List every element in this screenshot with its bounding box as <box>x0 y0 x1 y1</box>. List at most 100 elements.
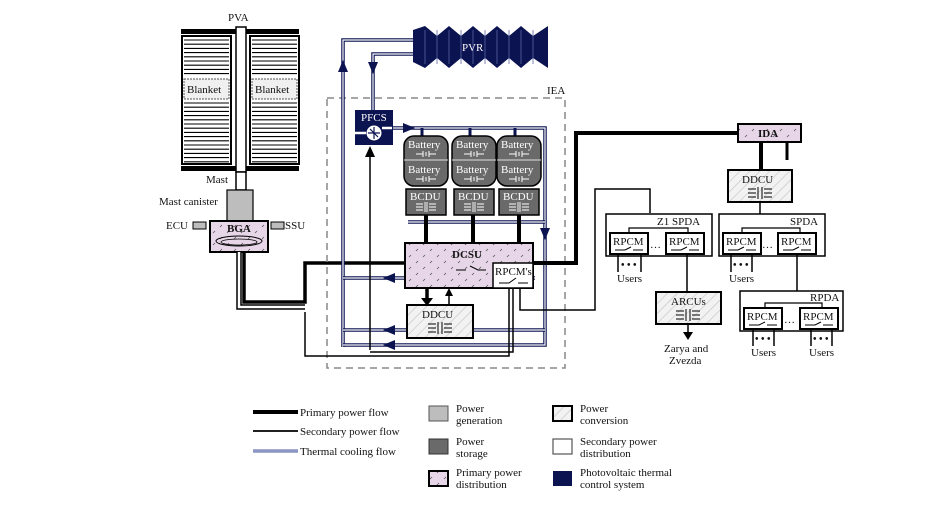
spda-users-label: Users <box>729 273 754 285</box>
pfcs-label: PFCS <box>361 112 387 124</box>
legend-ptcs-line2: control system <box>580 479 645 491</box>
legend-secondary-flow: Secondary power flow <box>253 426 400 438</box>
rpda-rpcm-left-label: RPCM <box>747 311 778 323</box>
switch-icon <box>499 277 528 284</box>
transformer-icon <box>464 202 484 212</box>
ssu-label: SSU <box>285 220 305 232</box>
spda-rpcm-right-label: RPCM <box>781 236 812 248</box>
legend-ptcs: Photovoltaic thermal control system <box>553 467 672 491</box>
ddcu-right-box <box>727 169 793 203</box>
arcus-dest-line1: Zarya and <box>664 343 709 355</box>
ddcu-iea-box <box>406 304 474 339</box>
bcdu-box <box>498 188 540 216</box>
legend-storage-line2: storage <box>456 448 488 460</box>
pfcs: PFCS <box>355 110 393 145</box>
transformer-icon <box>509 202 529 212</box>
pvr-body <box>413 26 548 68</box>
battery-label: Battery <box>501 164 534 176</box>
z1-users-dots: • • • <box>621 260 637 271</box>
battery-icon <box>464 176 484 182</box>
arcus: ARCUs Zarya and Zvezda <box>655 291 722 367</box>
legend-primary-dist-line1: Primary power <box>456 467 522 479</box>
legend-generation-line2: generation <box>456 415 503 427</box>
transformer-icon <box>416 202 436 212</box>
switch-icon <box>805 321 833 326</box>
rpcms-label: RPCM's <box>495 266 532 278</box>
thermal-arrow-left-icon <box>383 325 395 335</box>
legend-generation-swatch <box>428 405 449 422</box>
arcus-label: ARCUs <box>671 296 706 308</box>
pvr-label: PVR <box>462 42 484 54</box>
bga-to-dcsu-lines <box>236 252 405 310</box>
thermal-arrow-left-icon <box>383 273 395 283</box>
legend-storage-swatch <box>428 438 449 455</box>
dcsu-to-ida-line <box>533 131 738 265</box>
ida-box <box>737 123 802 143</box>
spda-rpcm-left-label: RPCM <box>726 236 757 248</box>
rpda-ellipsis: … <box>784 314 795 326</box>
battery-icon <box>464 151 484 157</box>
legend-secondary-distribution: Secondary power distribution <box>552 436 657 460</box>
z1-ellipsis: … <box>650 239 661 251</box>
blanket-left-label-box <box>183 78 230 100</box>
thermal-arrow-down-icon <box>368 62 378 74</box>
z1-rpcm-left-label: RPCM <box>613 236 644 248</box>
legend-secondary-flow-label: Secondary power flow <box>300 426 400 438</box>
spda-rpcm-left <box>722 232 762 255</box>
legend-primary-flow-label: Primary power flow <box>300 407 389 419</box>
spda: SPDA RPCM … RPCM • • • Users <box>718 213 826 292</box>
pva-mast-column <box>235 26 247 173</box>
ecu-box <box>192 221 207 230</box>
battery-icon <box>416 151 436 157</box>
z1-rpcm-left <box>609 232 649 255</box>
bga-label: BGA <box>227 223 251 235</box>
bcdu-label: BCDU <box>503 191 534 203</box>
arrow-down-icon <box>683 332 693 340</box>
bcdu-to-dcsu-lines <box>424 215 521 244</box>
battery-icon <box>509 151 529 157</box>
pva-label: PVA <box>228 12 249 24</box>
switch-icon <box>615 246 643 251</box>
legend-primary-distribution: Primary power distribution <box>428 467 522 491</box>
battery-label: Battery <box>456 139 489 151</box>
rpda-users-left-dots: • • • <box>755 334 771 345</box>
rpda-users-right-label: Users <box>809 347 834 359</box>
legend-primary-flow: Primary power flow <box>253 407 389 419</box>
switch-icon <box>671 246 699 251</box>
pfcs-power-arrow-icon <box>365 146 375 157</box>
battery-label: Battery <box>408 139 441 151</box>
rpda-rpcm-right <box>799 307 839 330</box>
spda-ellipsis: … <box>762 239 773 251</box>
battery-units: BatteryBatteryBCDUBatteryBatteryBCDUBatt… <box>403 135 542 216</box>
bcdu-box <box>405 188 447 216</box>
arrow-down-icon <box>421 298 433 306</box>
ddcu-right: DDCU <box>727 169 793 214</box>
pva: PVA Blanket Blanket <box>181 12 300 173</box>
dcsu: DCSU RPCM's <box>404 242 534 289</box>
transformer-icon <box>748 187 772 199</box>
legend-ptcs-line1: Photovoltaic thermal <box>580 467 672 479</box>
pvr-radiator: PVR <box>413 26 548 68</box>
ida-label: IDA <box>758 128 778 140</box>
rpda-users-left-label: Users <box>751 347 776 359</box>
ddcu-iea: DDCU <box>406 304 474 339</box>
legend-secondary-dist-line2: distribution <box>580 448 631 460</box>
switch-icon <box>728 246 756 251</box>
iea-label: IEA <box>547 85 565 97</box>
legend-conversion-line1: Power <box>580 403 608 415</box>
legend-conversion-line2: conversion <box>580 415 629 427</box>
legend-conversion-swatch <box>552 405 573 422</box>
rpda-rpcm-left <box>743 307 783 330</box>
mast-canister <box>226 189 254 223</box>
blanket-right-label: Blanket <box>255 84 289 96</box>
legend-power-conversion: Power conversion <box>552 403 629 427</box>
arrow-up-icon <box>445 288 453 296</box>
transformer-icon <box>428 322 452 334</box>
ecu-label: ECU <box>166 220 188 232</box>
mast-assembly: Mast Mast canister BGA ECU SSU <box>159 171 305 253</box>
blanket-right-label-box <box>251 78 298 100</box>
